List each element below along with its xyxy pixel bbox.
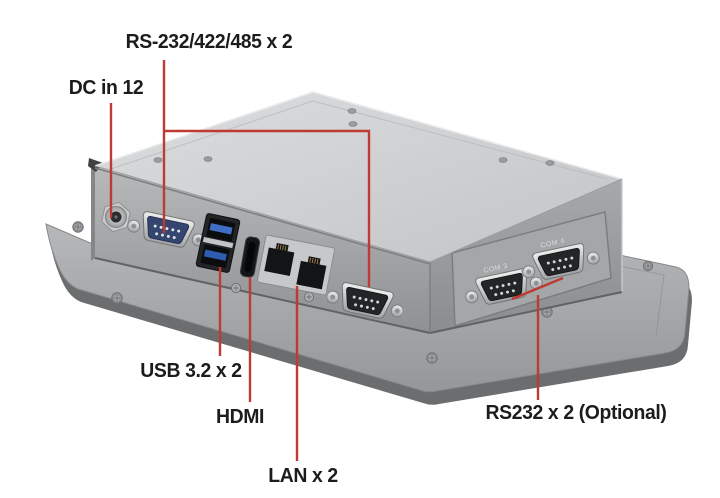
com3-port: COM 3	[464, 263, 544, 305]
callout-label-lan: LAN x 2	[268, 465, 338, 487]
callout-lines	[109, 60, 564, 461]
standoff	[522, 265, 536, 279]
hdmi-port	[239, 236, 261, 278]
top-face-back-edges	[94, 91, 623, 180]
standoff	[586, 251, 600, 265]
bezel-screws	[72, 221, 654, 364]
bezel-rear-surface	[45, 223, 690, 393]
lan-ports	[256, 234, 336, 296]
standoff	[127, 219, 141, 233]
chassis-left-edge	[91, 166, 95, 261]
io-face-screws	[230, 282, 315, 303]
com3-silkscreen: COM 3	[483, 263, 509, 275]
top-cover-seam	[107, 100, 608, 180]
db9-pins	[352, 295, 380, 311]
serial-port-db9-front-2	[325, 282, 405, 319]
db9-pins	[153, 224, 181, 240]
standoff	[326, 290, 340, 304]
front-bezel	[45, 221, 692, 405]
standoff	[390, 304, 404, 318]
top-face-screws	[153, 108, 555, 166]
chassis-bottom-edge	[94, 257, 431, 334]
serial-port-db9-front-1	[126, 211, 206, 248]
com4-port: COM 4	[521, 238, 601, 280]
com4-silkscreen: COM 4	[540, 238, 566, 250]
top-face-front-edge	[94, 165, 431, 263]
cover-seam-shadow	[94, 167, 431, 265]
chassis-right-bottom-edge	[429, 291, 623, 334]
chassis-corner-notch	[88, 158, 103, 172]
lan-port-1	[264, 242, 295, 277]
callout-label-hdmi: HDMI	[215, 406, 265, 428]
callout-label-serial-front: RS-232/422/485 x 2	[125, 31, 293, 53]
usb-tongue-bottom	[203, 249, 227, 261]
callout-label-usb: USB 3.2 x 2	[140, 360, 242, 382]
standoff	[465, 290, 479, 304]
callout-label-dc-in: DC in 12	[68, 77, 144, 99]
top-face-fold-edge	[429, 178, 623, 263]
chassis-top-face	[95, 92, 622, 262]
usb-ports	[195, 213, 241, 273]
db9-pins	[546, 256, 574, 272]
leader-serial-optional	[511, 276, 564, 400]
db9-pins	[489, 281, 517, 297]
callout-label-serial-optional: RS232 x 2 (Optional)	[485, 402, 667, 424]
usb-tongue-top	[209, 223, 233, 235]
lan-port-2	[296, 256, 327, 290]
leader-serial-front	[162, 60, 371, 287]
